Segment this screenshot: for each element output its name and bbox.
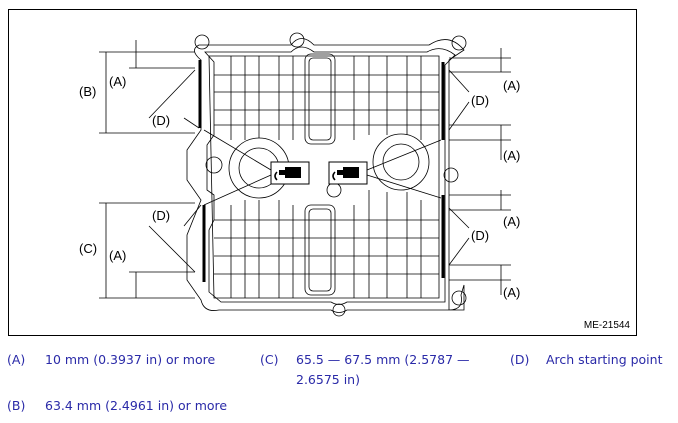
callout-a-left-top: (A) bbox=[109, 74, 126, 89]
sealant-icon-left bbox=[270, 161, 310, 185]
diagram-figure: (B) (A) (D) (C) (A) (D) (A) (D) (A) (A) … bbox=[8, 9, 637, 336]
legend-d-text: Arch starting point bbox=[546, 352, 663, 367]
figure-id: ME-21544 bbox=[583, 320, 630, 331]
legend-a-text: 10 mm (0.3937 in) or more bbox=[45, 352, 216, 367]
legend-a: (A) 10 mm (0.3937 in) or more bbox=[7, 350, 215, 370]
callout-a-right-1: (A) bbox=[503, 78, 520, 93]
legend-d: (D) Arch starting point bbox=[510, 350, 662, 370]
callout-d-left-bottom: (D) bbox=[152, 208, 170, 223]
legend-c-text-1: 65.5 — 67.5 mm (2.5787 — bbox=[296, 352, 470, 367]
legend-c-text-2: 2.6575 in) bbox=[296, 372, 360, 387]
callout-c: (C) bbox=[79, 241, 97, 256]
legend-b-text: 63.4 mm (2.4961 in) or more bbox=[45, 398, 228, 413]
legend-b-key: (B) bbox=[7, 398, 26, 413]
cover-outline bbox=[186, 38, 465, 313]
callout-a-left-bottom: (A) bbox=[109, 248, 126, 263]
callout-a-right-2: (A) bbox=[503, 148, 520, 163]
legend-c: (C) 65.5 — 67.5 mm (2.5787 — bbox=[260, 350, 470, 370]
legend-c-line2: 2.6575 in) bbox=[296, 370, 360, 390]
legend-b: (B) 63.4 mm (2.4961 in) or more bbox=[7, 396, 227, 416]
callout-a-right-3: (A) bbox=[503, 214, 520, 229]
legend-c-key: (C) bbox=[260, 352, 279, 367]
callout-d-right-bottom: (D) bbox=[471, 228, 489, 243]
callout-d-left-top: (D) bbox=[152, 113, 170, 128]
legend-d-key: (D) bbox=[510, 352, 530, 367]
callout-d-right-top: (D) bbox=[471, 93, 489, 108]
sealant-icon-right bbox=[328, 161, 368, 185]
legend-a-key: (A) bbox=[7, 352, 26, 367]
rocker-cover-diagram: (B) (A) (D) (C) (A) (D) (A) (D) (A) (A) … bbox=[79, 32, 520, 317]
callout-b: (B) bbox=[79, 84, 96, 99]
callout-a-right-4: (A) bbox=[503, 285, 520, 300]
